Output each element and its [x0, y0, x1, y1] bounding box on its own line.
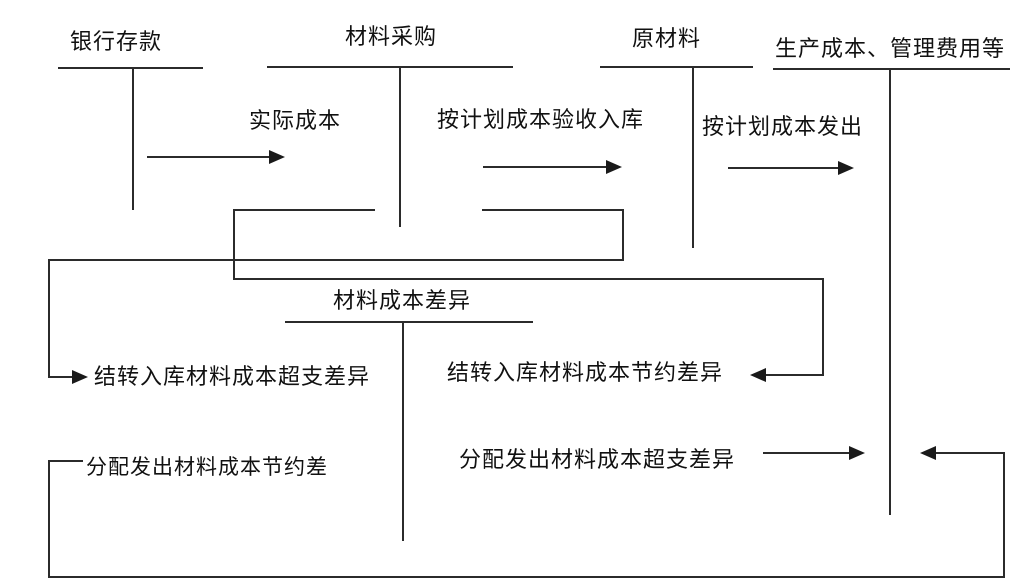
arrow-issue-planned-head-icon: [838, 161, 854, 175]
material-cost-variance-t-center-line: [402, 322, 404, 541]
path-transfer-overspend-drop-segment: [622, 209, 624, 261]
arrow-allocate-overspend-line: [763, 452, 852, 454]
account-title-material-cost-variance: 材料成本差异: [333, 288, 472, 313]
arrow-receive-planned-line: [483, 166, 609, 168]
production-cost-t-top-line: [773, 68, 1010, 70]
bank-t-center-line: [132, 68, 134, 210]
path-transfer-saving-drop-segment: [822, 278, 824, 376]
label-issue-planned: 按计划成本发出: [702, 114, 864, 139]
arrow-actual-cost-head-icon: [269, 150, 285, 164]
path-transfer-saving-left-segment: [233, 209, 235, 280]
path-transfer-overspend-long-segment: [49, 259, 624, 261]
material-purchase-t-center-line: [399, 67, 401, 227]
label-allocate-saving: 分配发出材料成本节约差: [86, 456, 328, 479]
path-transfer-saving-long-segment: [233, 278, 824, 280]
label-receive-planned: 按计划成本验收入库: [437, 107, 645, 132]
path-transfer-overspend-arrow-head-icon: [72, 370, 88, 384]
path-allocate-saving-right-segment: [1003, 452, 1005, 578]
path-transfer-saving-arrow-head-icon: [750, 368, 766, 382]
path-transfer-overspend-top-segment: [482, 209, 624, 211]
label-transfer-saving: 结转入库材料成本节约差异: [447, 360, 724, 385]
path-allocate-saving-bottom-segment: [48, 576, 1005, 578]
raw-material-t-top-line: [600, 66, 753, 68]
arrow-allocate-overspend-head-icon: [849, 446, 865, 460]
path-transfer-overspend-left-segment: [48, 259, 50, 378]
account-title-material-purchase: 材料采购: [345, 24, 438, 49]
path-allocate-saving-arrow-head-icon: [920, 446, 936, 460]
account-title-bank: 银行存款: [70, 29, 163, 54]
label-allocate-overspend: 分配发出材料成本超支差异: [459, 447, 736, 472]
bank-t-top-line: [58, 67, 203, 69]
arrow-issue-planned-line: [728, 167, 841, 169]
path-transfer-overspend-arrow-line: [49, 376, 75, 378]
arrow-actual-cost-line: [147, 156, 272, 158]
path-allocate-saving-tick-segment: [49, 460, 83, 462]
account-title-raw-material: 原材料: [632, 26, 702, 51]
label-actual-cost: 实际成本: [249, 108, 342, 133]
material-cost-variance-t-top-line: [285, 321, 533, 323]
raw-material-t-center-line: [692, 67, 694, 248]
arrow-receive-planned-head-icon: [606, 160, 622, 174]
label-transfer-overspend: 结转入库材料成本超支差异: [94, 364, 371, 389]
path-allocate-saving-arrow-line: [934, 452, 1004, 454]
path-allocate-saving-left-segment: [48, 460, 50, 578]
production-cost-t-center-line: [889, 69, 891, 515]
account-title-production-cost: 生产成本、管理费用等: [775, 36, 1006, 61]
material-purchase-t-top-line: [267, 66, 513, 68]
path-transfer-saving-arrow-line: [764, 374, 824, 376]
path-transfer-saving-top-segment: [234, 209, 375, 211]
